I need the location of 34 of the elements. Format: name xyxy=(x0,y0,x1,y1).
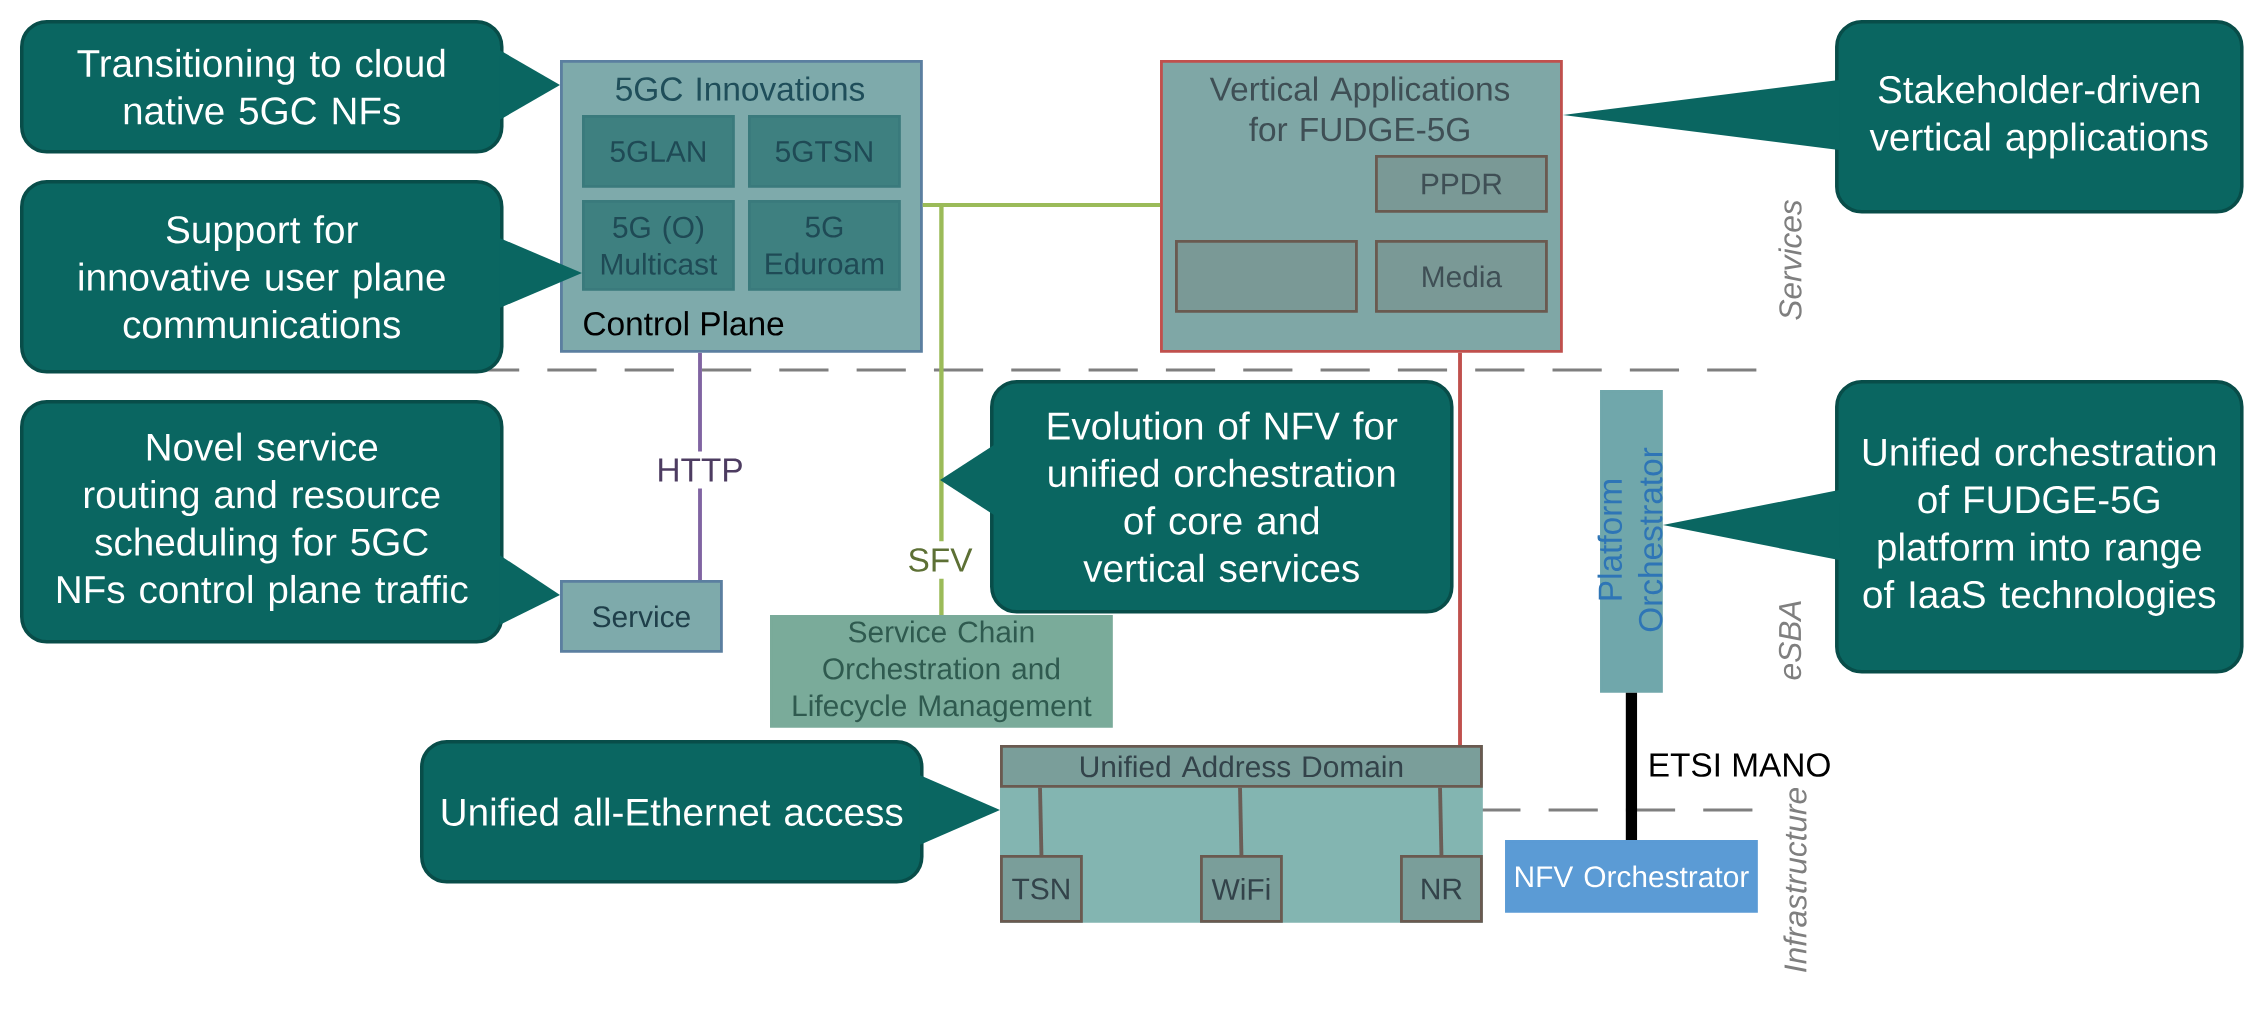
application-box xyxy=(1175,240,1358,313)
connector xyxy=(939,203,1160,615)
process-box: Service Chain Orchestration and Lifecycle Management xyxy=(770,615,1113,728)
process-box: Service xyxy=(560,580,723,653)
access-box: TSN xyxy=(1000,855,1083,923)
connector xyxy=(1458,352,1462,745)
side-label: eSBA xyxy=(1778,601,1802,680)
application-box: PPDR xyxy=(1375,155,1548,213)
connector xyxy=(1625,692,1638,840)
callout-tail xyxy=(919,775,1000,845)
callout: Stakeholder-driven vertical applications xyxy=(1835,20,2244,214)
callout-tail xyxy=(940,445,994,515)
callout-tail xyxy=(499,238,582,308)
callout-tail xyxy=(499,50,560,120)
application-box: Media xyxy=(1375,240,1548,313)
connector xyxy=(1238,787,1244,856)
edge-label: HTTP xyxy=(649,451,751,489)
edge-label: ETSI MANO xyxy=(1650,753,1830,777)
callout: Unified orchestration of FUDGE-5G platform into range of IaaS technologies xyxy=(1835,380,2244,674)
orchestrator-box: NFV Orchestrator xyxy=(1505,840,1758,913)
access-box: WiFi xyxy=(1200,855,1283,923)
edge-label: SFV xyxy=(900,541,980,579)
callout: Novel service routing and resource scheduling for 5GC NFs control plane traffic xyxy=(20,400,504,644)
callout: Support for innovative user plane communications xyxy=(20,180,504,374)
callout: Evolution of NFV for unified orchestration of core and vertical services xyxy=(990,380,1454,614)
connector xyxy=(1438,787,1444,856)
callout-tail xyxy=(1662,490,1840,560)
access-box: NR xyxy=(1400,855,1483,923)
side-label: Services xyxy=(1778,200,1802,320)
callout-tail xyxy=(499,555,560,625)
header-bar: Unified Address Domain xyxy=(1000,745,1483,788)
callout: Unified all-Ethernet access xyxy=(420,740,924,884)
connector xyxy=(1038,787,1044,856)
orchestrator-box: Platform Orchestrator xyxy=(1597,390,1663,693)
